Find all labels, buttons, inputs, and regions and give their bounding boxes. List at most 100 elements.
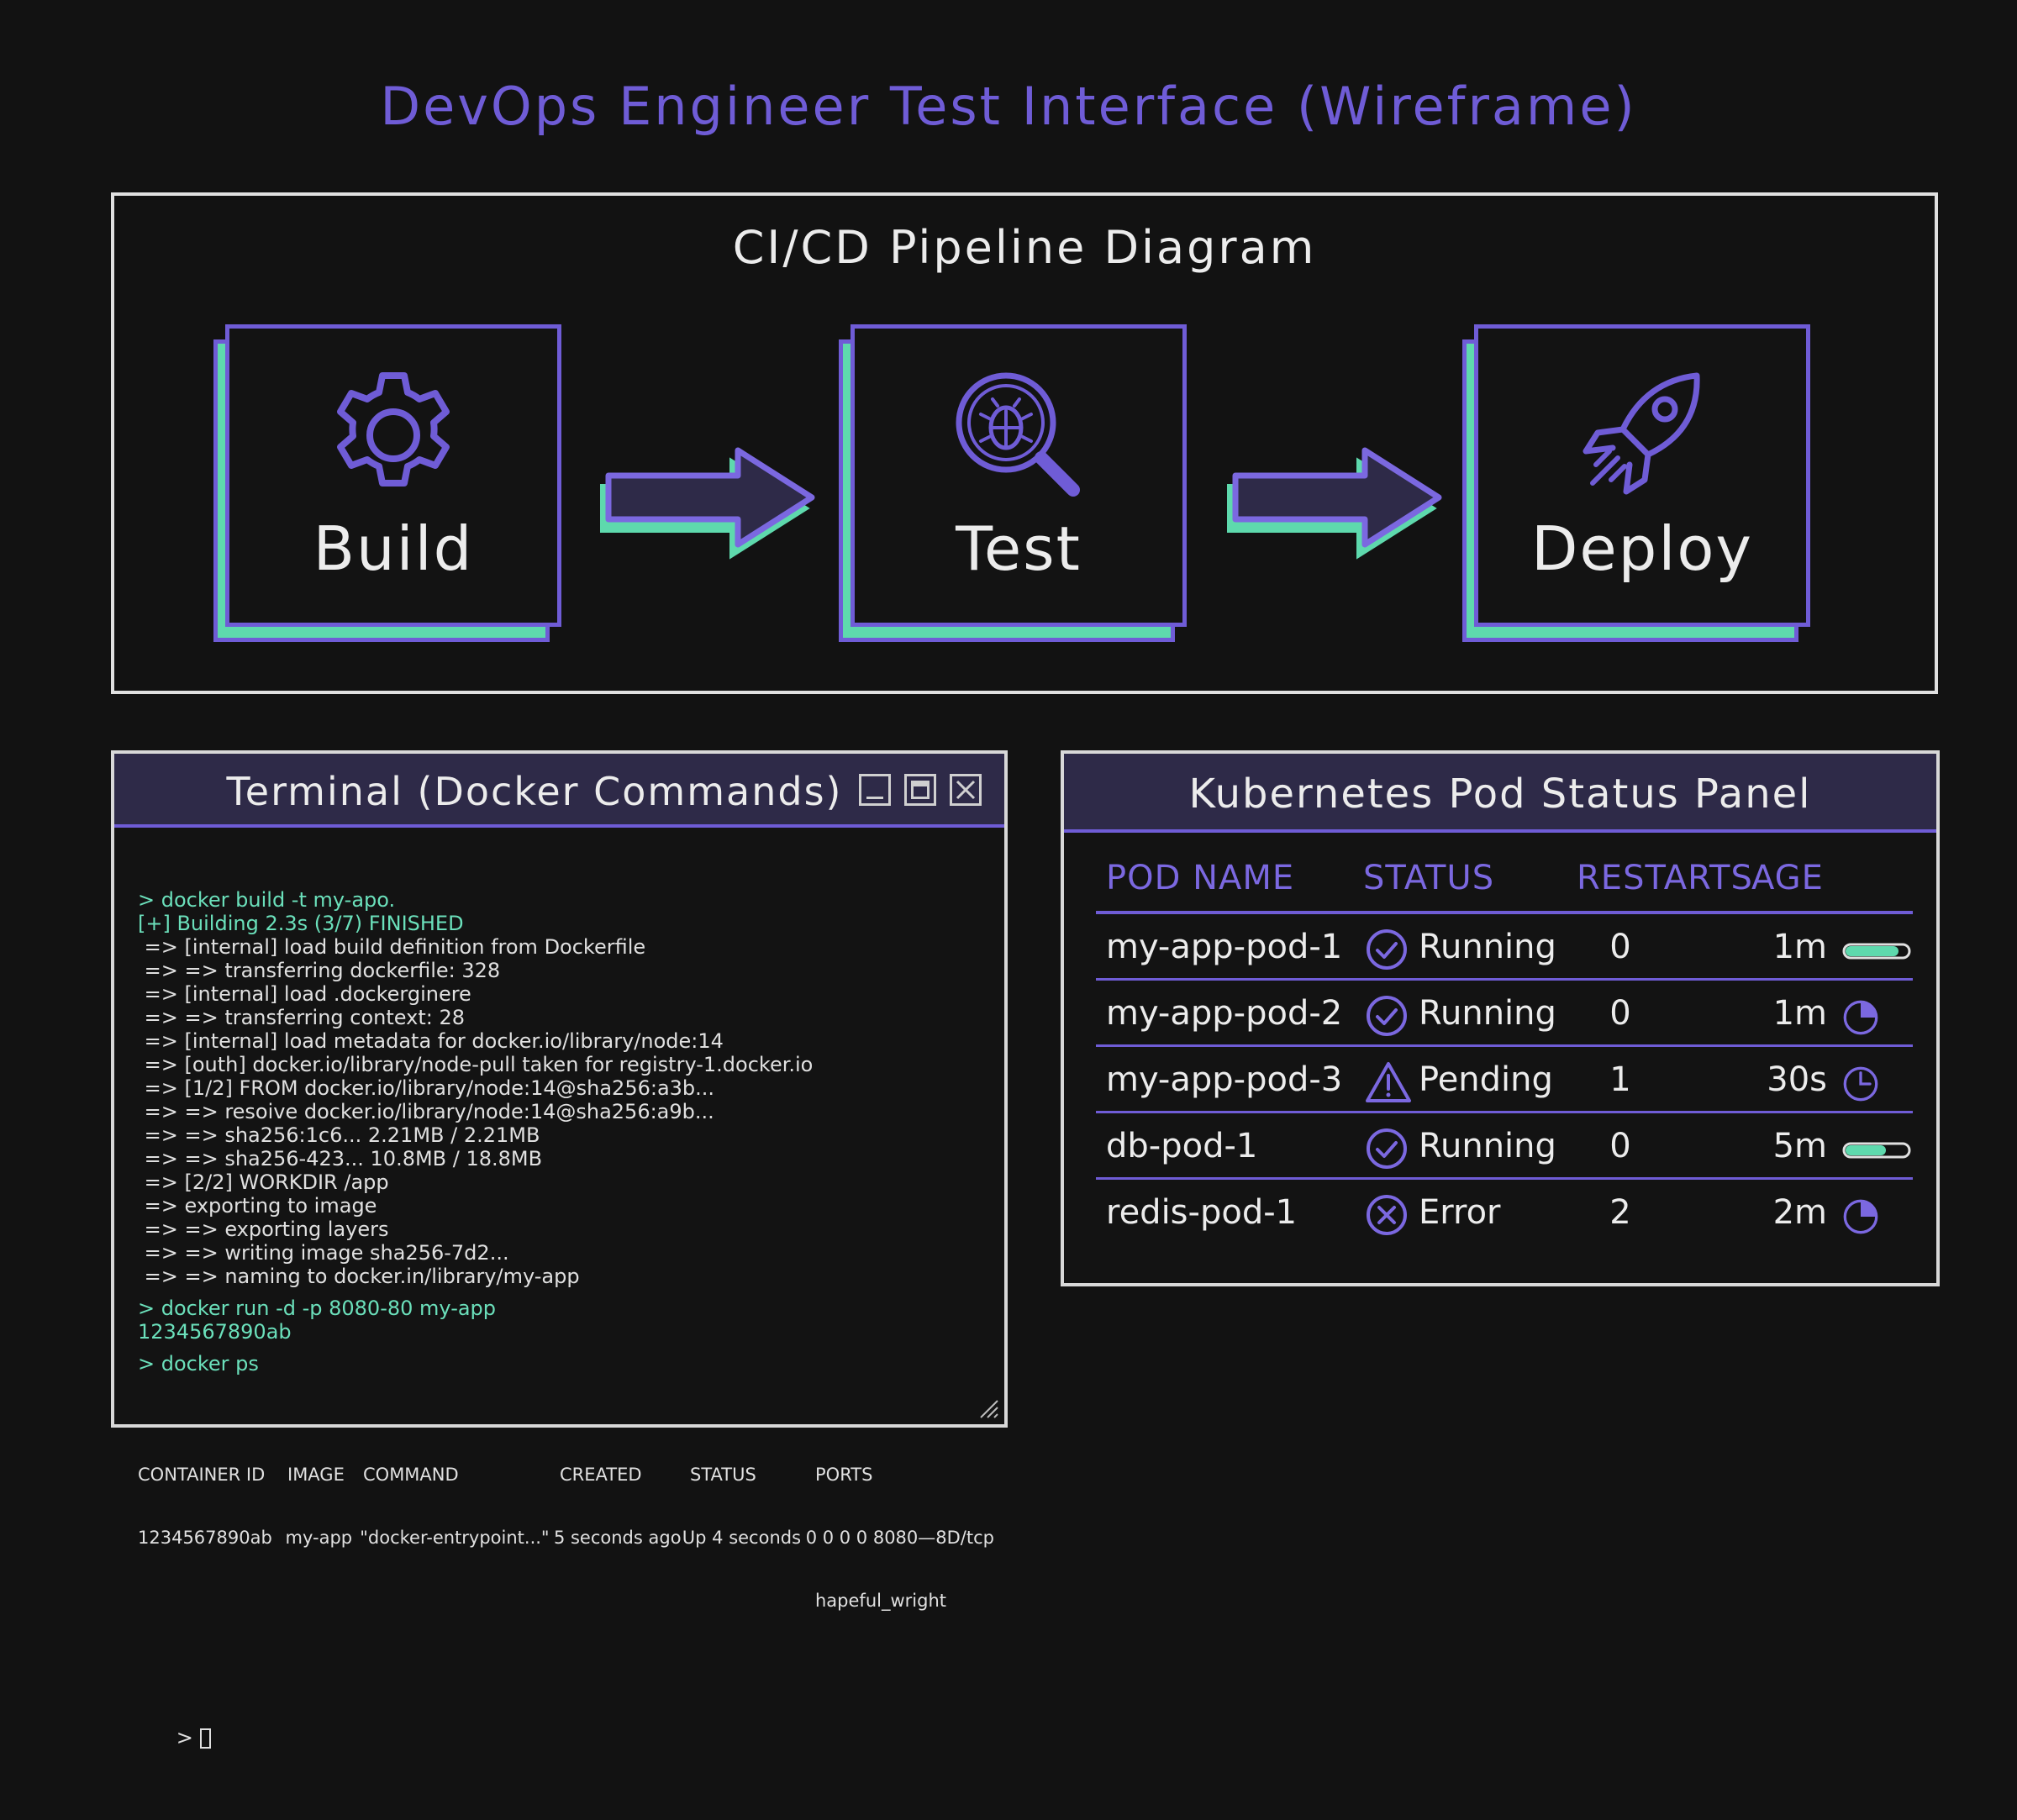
pod-restarts: 0 [1609, 1127, 1631, 1165]
terminal-output-line: => [outh] docker.io/library/node-pull ta… [138, 1053, 814, 1076]
bar-icon [1842, 933, 1913, 971]
ps-header: STATUS [690, 1465, 756, 1485]
terminal-command-line: [+] Building 2.3s (3/7) FINISHED [138, 912, 464, 935]
terminal-command-line: > docker run -d -p 8080-80 my-app [138, 1297, 497, 1320]
ps-header: COMMAND [363, 1465, 459, 1485]
pod-row[interactable]: redis-pod-1 Error 2 2m [1096, 1180, 1913, 1244]
terminal-output-line: => => exporting layers [138, 1218, 389, 1241]
pod-row[interactable]: my-app-pod-2 Running 0 1m [1096, 981, 1913, 1047]
stage-label: Deploy [1530, 513, 1754, 584]
ps-header: CREATED [560, 1465, 642, 1485]
terminal-output-line: => => sha256-423... 10.8MB / 18.8MB [138, 1147, 543, 1170]
pod-age: 30s [1767, 1060, 1827, 1099]
pod-restarts: 1 [1609, 1060, 1631, 1099]
terminal-output-line: => [internal] load metadata for docker.i… [138, 1029, 724, 1053]
header-restarts: RESTARTS [1577, 859, 1753, 897]
ps-cell: 0 0 0 0 8080—8D/tcp [805, 1528, 994, 1548]
pod-status: Running [1419, 994, 1556, 1033]
maximize-icon[interactable] [904, 774, 936, 806]
terminal-output-line: => => naming to docker.in/library/my-app [138, 1265, 580, 1288]
ps-cell: hapeful_wright [815, 1591, 946, 1611]
pod-restarts: 0 [1609, 994, 1631, 1033]
ps-cell: Up 4 seconds [682, 1528, 802, 1548]
pod-table-header: POD NAME STATUS RESTARTS AGE [1096, 859, 1913, 914]
pod-status: Error [1419, 1193, 1501, 1232]
gear-icon [322, 364, 465, 510]
warning-icon [1365, 1060, 1412, 1113]
bug-magnifier-icon [947, 364, 1090, 510]
terminal-output[interactable]: > docker build -t my-apo.[+] Building 2.… [138, 841, 994, 1749]
pie-icon [1842, 1198, 1879, 1244]
pipeline-panel: CI/CD Pipeline Diagram Build [111, 192, 1938, 694]
pod-name: my-app-pod-2 [1106, 994, 1343, 1033]
pod-row[interactable]: db-pod-1 Running 0 5m [1096, 1113, 1913, 1180]
terminal-output-line: => [internal] load build definition from… [138, 935, 646, 959]
pod-status: Pending [1419, 1060, 1553, 1099]
ps-data-row: 1234567890ab my-app "docker-entrypoint..… [138, 1528, 994, 1549]
pod-age: 1m [1772, 928, 1827, 966]
terminal-command-line: > docker build -t my-apo. [138, 888, 396, 912]
ps-cell: 1234567890ab [138, 1528, 272, 1548]
cursor-icon [199, 1728, 211, 1749]
bar-icon [1842, 1132, 1913, 1170]
error-circle-icon [1365, 1193, 1409, 1245]
page-title: DevOps Engineer Test Interface (Wirefram… [380, 76, 1637, 137]
terminal-output-line: => => transferring context: 28 [138, 1006, 466, 1029]
terminal-output-line: => [internal] load .dockerginere [138, 982, 471, 1006]
terminal-output-line: => => transferring dockerfile: 328 [138, 959, 501, 982]
ps-header: CONTAINER ID [138, 1465, 266, 1485]
terminal-output-line: => => writing image sha256-7d2... [138, 1241, 509, 1265]
pod-name: redis-pod-1 [1106, 1193, 1298, 1232]
pie-icon [1842, 999, 1879, 1044]
close-icon[interactable] [950, 774, 982, 806]
minimize-icon[interactable] [859, 774, 891, 806]
stage-deploy[interactable]: Deploy [1462, 324, 1810, 642]
pod-restarts: 2 [1609, 1193, 1631, 1232]
header-status: STATUS [1363, 859, 1495, 897]
ps-header-row: CONTAINER ID IMAGE COMMAND CREATED STATU… [138, 1465, 994, 1486]
pod-name: db-pod-1 [1106, 1127, 1258, 1165]
ps-cell: 5 seconds ago [553, 1528, 682, 1548]
stage-test[interactable]: Test [839, 324, 1187, 642]
pod-table: POD NAME STATUS RESTARTS AGE my-app-pod-… [1096, 859, 1913, 1244]
terminal-output-line: => [2/2] WORKDIR /app [138, 1170, 389, 1194]
terminal-window[interactable]: Terminal (Docker Commands) > docker buil… [111, 750, 1008, 1749]
stage-label: Build [313, 513, 474, 584]
rocket-icon [1571, 364, 1714, 510]
ps-cell: "docker-entrypoint..." [360, 1528, 550, 1548]
k8s-pod-panel: Kubernetes Pod Status Panel POD NAME STA… [1061, 750, 1940, 1286]
terminal-prompt[interactable]: > [138, 1702, 994, 1773]
header-pod-name: POD NAME [1106, 859, 1295, 897]
stage-label: Test [956, 513, 1082, 584]
pod-age: 5m [1772, 1127, 1827, 1165]
check-circle-icon [1365, 994, 1409, 1046]
arrow-icon [1227, 447, 1442, 560]
docker-ps-table: CONTAINER ID IMAGE COMMAND CREATED STATU… [138, 1423, 994, 1654]
pod-age: 2m [1772, 1193, 1827, 1232]
ps-names-row: hapeful_wright [138, 1591, 994, 1612]
terminal-output-line: => [1/2] FROM docker.io/library/node:14@… [138, 1076, 715, 1100]
resize-handle-icon[interactable] [976, 1396, 999, 1419]
k8s-titlebar: Kubernetes Pod Status Panel [1064, 754, 1936, 833]
terminal-output-line: => => sha256:1c6... 2.21MB / 2.21MB [138, 1123, 540, 1147]
k8s-title: Kubernetes Pod Status Panel [1188, 771, 1812, 818]
pipeline-heading: CI/CD Pipeline Diagram [732, 221, 1317, 274]
ps-header: PORTS [815, 1465, 873, 1485]
check-circle-icon [1365, 1127, 1409, 1179]
terminal-spacer [138, 1288, 994, 1297]
ps-cell: my-app [285, 1528, 353, 1548]
prompt-symbol: > [176, 1726, 200, 1749]
terminal-output-line: => exporting to image [138, 1194, 377, 1218]
terminal-command-line: > docker ps [138, 1352, 259, 1376]
pod-name: my-app-pod-1 [1106, 928, 1343, 966]
clock-icon [1842, 1065, 1879, 1111]
stage-build[interactable]: Build [213, 324, 561, 642]
pod-age: 1m [1772, 994, 1827, 1033]
terminal-titlebar[interactable]: Terminal (Docker Commands) [114, 754, 1004, 828]
pod-status: Running [1419, 1127, 1556, 1165]
pod-name: my-app-pod-3 [1106, 1060, 1343, 1099]
terminal-output-line: => => resoive docker.io/library/node:14@… [138, 1100, 714, 1123]
pod-status: Running [1419, 928, 1556, 966]
pod-row[interactable]: my-app-pod-3 Pending 1 30s [1096, 1047, 1913, 1113]
